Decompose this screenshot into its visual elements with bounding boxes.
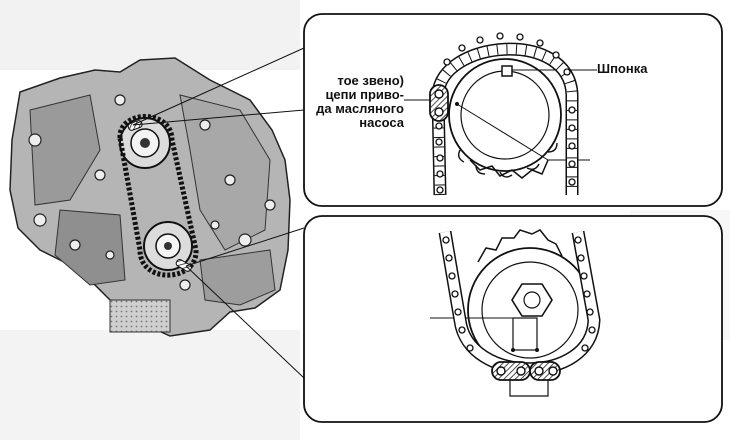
chain-link-label-line-3: да масляного xyxy=(316,101,404,116)
top-chain xyxy=(431,32,579,196)
bottom-marked-links xyxy=(491,361,561,381)
engine-upper-sprocket xyxy=(119,117,171,169)
key-label: Шпонка xyxy=(597,61,648,76)
chain-link-label-line-4: насоса xyxy=(359,115,404,130)
engine-chain xyxy=(117,114,199,278)
bottom-detail-panel xyxy=(303,215,723,423)
chain-link-label-line-1: тое звено) xyxy=(337,73,404,88)
leader-lines xyxy=(132,47,305,379)
chain-link-label-line-2: цепи приво- xyxy=(325,87,404,102)
engine-lower-sprocket xyxy=(143,221,193,271)
top-detail-panel xyxy=(303,13,723,207)
chain-link-label: тое звено) цепи приво- да масляного насо… xyxy=(304,74,404,130)
